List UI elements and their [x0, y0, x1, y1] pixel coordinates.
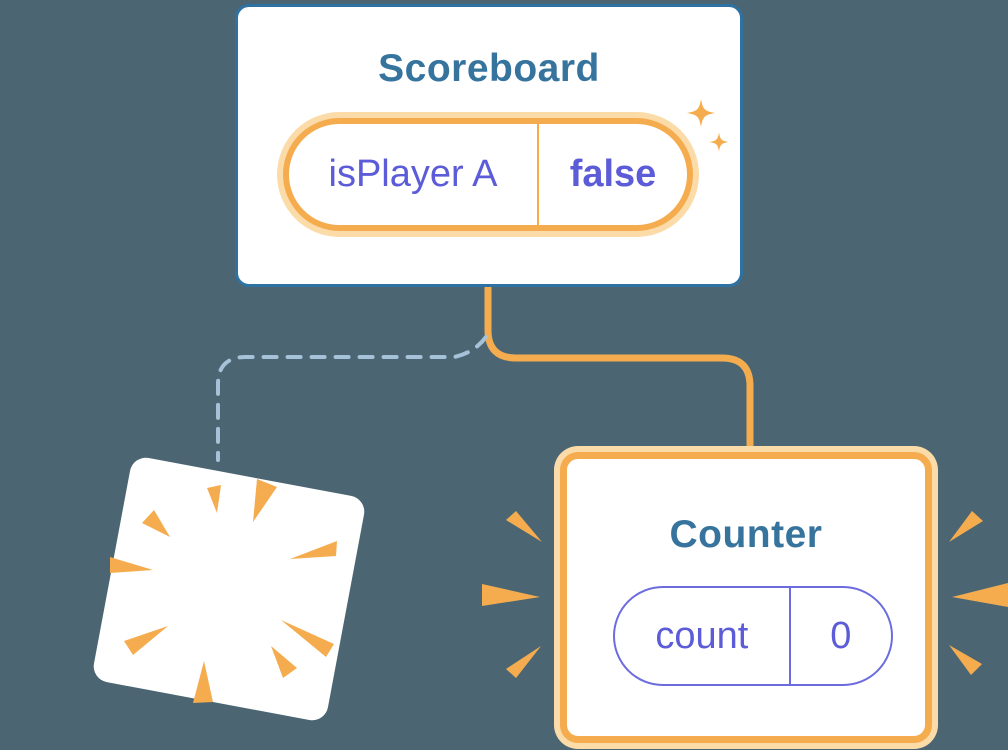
state-pill-divider [537, 124, 539, 225]
state-pill-divider [788, 588, 791, 684]
emphasis-rays-right-icon [949, 511, 1008, 675]
scoreboard-state-pill: isPlayer A false [283, 118, 693, 231]
counter-component-card: Counter count 0 [560, 452, 932, 743]
counter-state-pill: count 0 [613, 586, 893, 686]
state-value: 0 [830, 614, 852, 657]
connector-preserved-line [484, 284, 754, 456]
destroyed-component [93, 457, 365, 721]
connector-destroyed-dashed-line [216, 335, 488, 462]
state-key: isPlayer A [328, 153, 498, 195]
state-value: false [569, 153, 657, 195]
scoreboard-title: Scoreboard [378, 47, 600, 90]
emphasis-rays-left-icon [482, 511, 542, 678]
burst-icon [110, 479, 337, 703]
scoreboard-component-card: Scoreboard isPlayer A false [235, 4, 743, 287]
state-key: count [655, 614, 749, 657]
destroyed-card-square [93, 457, 365, 721]
counter-title: Counter [669, 513, 823, 556]
